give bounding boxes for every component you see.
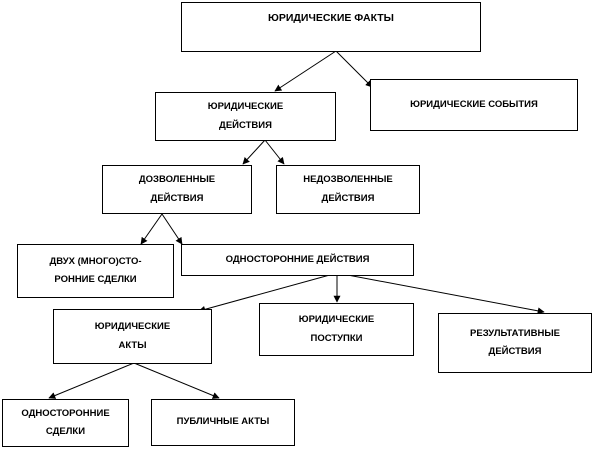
arrow-facts-to-actions — [274, 50, 337, 92]
arrow-actions-to-permitted — [242, 139, 266, 165]
arrow-acts-to-unilateral-deals — [48, 362, 135, 399]
node-unilateral-actions: ОДНОСТОРОННИЕ ДЕЙСТВИЯ — [181, 244, 414, 276]
node-legal-actions: ЮРИДИЧЕСКИЕ ДЕЙСТВИЯ — [155, 92, 336, 141]
node-unpermitted-actions: НЕДОЗВОЛЕННЫЕ ДЕЙСТВИЯ — [276, 165, 420, 214]
arrow-acts-to-public-acts — [133, 362, 220, 399]
node-legal-events: ЮРИДИЧЕСКИЕ СОБЫТИЯ — [370, 79, 578, 131]
arrow-actions-to-unpermitted — [264, 139, 285, 165]
node-resultative-actions: РЕЗУЛЬТАТИВНЫЕ ДЕЙСТВИЯ — [438, 313, 592, 373]
arrow-facts-to-events — [335, 50, 373, 88]
node-legal-deeds: ЮРИДИЧЕСКИЕ ПОСТУПКИ — [259, 303, 414, 356]
node-unilateral-deals: ОДНОСТОРОННИЕ СДЕЛКИ — [2, 399, 129, 447]
node-legal-facts: ЮРИДИЧЕСКИЕ ФАКТЫ — [181, 2, 481, 52]
arrow-permitted-to-bilateral — [140, 213, 163, 245]
node-legal-acts: ЮРИДИЧЕСКИЕ АКТЫ — [53, 309, 212, 364]
arrow-unilateral-to-resultative — [336, 272, 545, 315]
node-public-acts: ПУБЛИЧНЫЕ АКТЫ — [151, 399, 295, 446]
node-permitted-actions: ДОЗВОЛЕННЫЕ ДЕЙСТВИЯ — [102, 165, 252, 214]
node-bilateral-deals: ДВУХ (МНОГО)СТО- РОННИЕ СДЕЛКИ — [17, 244, 174, 298]
arrow-unilateral-to-acts — [198, 272, 338, 313]
arrow-permitted-to-unilateral — [161, 213, 183, 245]
